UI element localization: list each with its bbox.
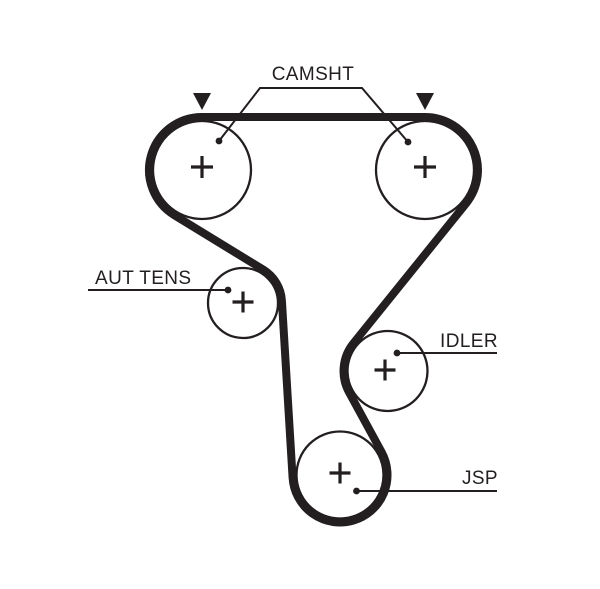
camshaft-right-leader-dot bbox=[404, 138, 412, 146]
jsp-leader-dot bbox=[353, 487, 360, 495]
pulley-center-marks bbox=[191, 156, 436, 484]
timing-marks bbox=[193, 93, 434, 110]
timing-belt bbox=[144, 113, 482, 527]
timing-mark-right-icon bbox=[416, 93, 434, 110]
camshaft-label: CAMSHT bbox=[272, 64, 355, 85]
auto-tensioner-center-cross bbox=[232, 291, 254, 313]
idler-leader-dot bbox=[393, 349, 401, 357]
jsp-center-cross bbox=[329, 462, 351, 484]
leader-dots bbox=[215, 137, 412, 495]
jsp-label: JSP bbox=[462, 468, 498, 489]
idler-center-cross bbox=[374, 359, 396, 381]
pulleys bbox=[151, 119, 476, 520]
camshaft-left-leader-dot bbox=[215, 137, 223, 145]
camshaft-left-center-cross bbox=[191, 156, 213, 178]
idler-label: IDLER bbox=[440, 331, 498, 352]
auto-tensioner-leader-dot bbox=[224, 286, 232, 294]
timing-mark-left-icon bbox=[193, 93, 211, 110]
auto-tensioner-label: AUT TENS bbox=[95, 268, 191, 289]
labels: CAMSHT AUT TENS IDLER JSP bbox=[95, 64, 498, 489]
camshaft-right-center-cross bbox=[414, 156, 436, 178]
